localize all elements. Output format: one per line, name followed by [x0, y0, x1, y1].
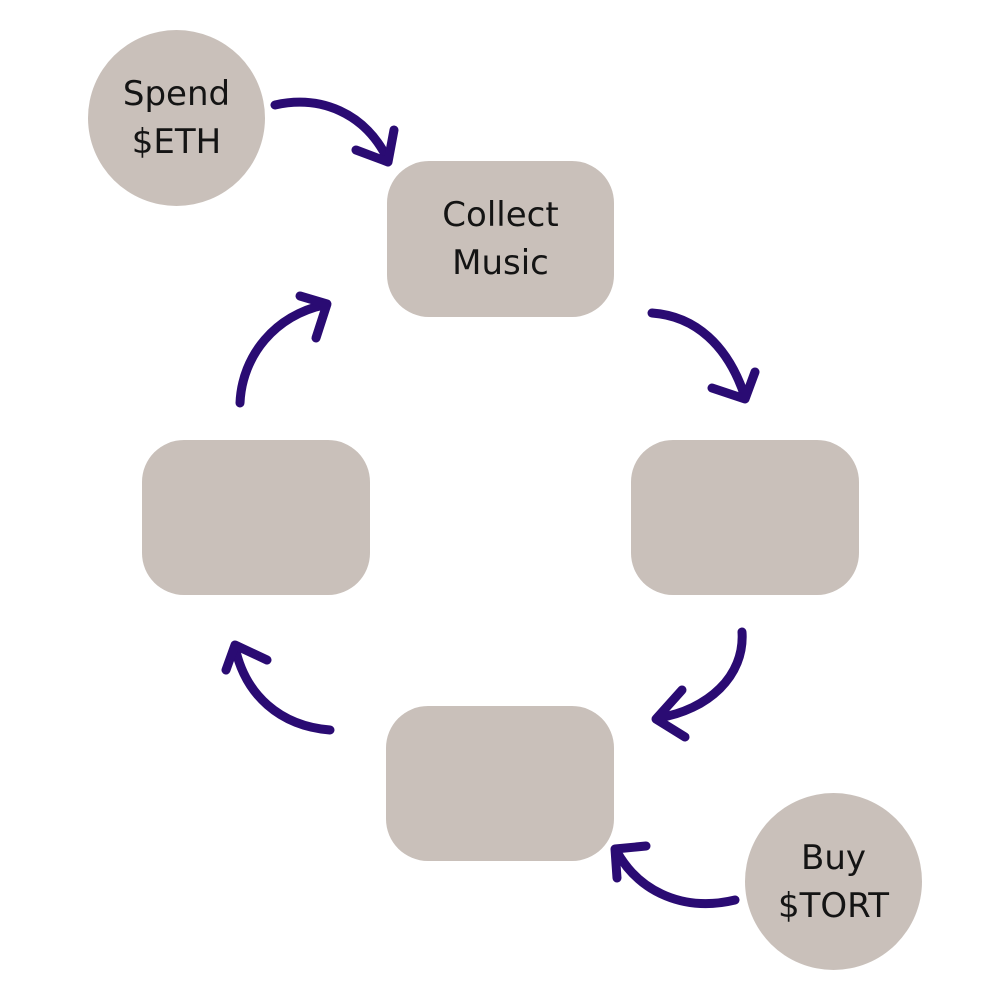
arrow-bottom-to-left: [221, 640, 335, 735]
node-buy-tort-label: Buy $TORT: [777, 837, 890, 926]
arrow-right-to-bottom: [651, 627, 747, 742]
node-spend-eth: Spend $ETH: [88, 30, 265, 206]
arrow-buy-to-bottom: [610, 841, 740, 908]
node-spend-eth-label: Spend $ETH: [122, 74, 231, 162]
node-bottom-box: [386, 706, 614, 861]
node-buy-tort: Buy $TORT: [745, 793, 922, 970]
arrow-collect-to-right: [647, 308, 760, 404]
node-collect-music-label: Collect Music: [442, 195, 559, 283]
node-right-box: [631, 440, 859, 595]
arrow-left-to-collect: [235, 291, 332, 408]
node-collect-music: Collect Music: [387, 161, 614, 317]
arrow-spend-to-collect: [270, 97, 399, 167]
node-left-box: [142, 440, 370, 595]
